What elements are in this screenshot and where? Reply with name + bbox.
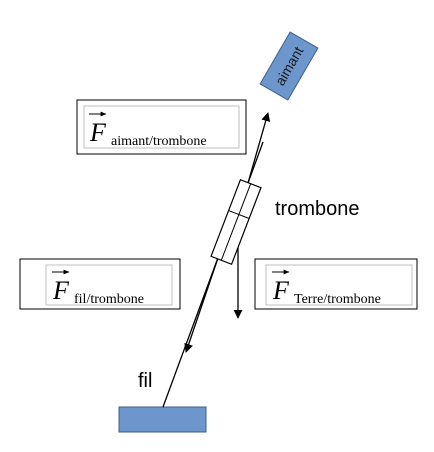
wire-label: fil	[138, 370, 152, 392]
force-label-earth-box: F Terre/trombone	[254, 258, 418, 310]
force-symbol: F	[272, 276, 290, 305]
force-symbol: F	[52, 276, 70, 305]
force-subscript: fil/trombone	[74, 292, 144, 307]
force-label-wire-box: F fil/trombone	[19, 258, 181, 310]
force-arrow-wire	[184, 254, 220, 353]
wire-support-block	[118, 406, 207, 433]
paperclip-label: trombone	[275, 198, 360, 220]
force-label-magnet-box: F aimant/trombone	[76, 99, 247, 155]
force-subscript: aimant/trombone	[111, 134, 207, 149]
magnet: aimant	[259, 31, 319, 101]
wire-line	[162, 254, 220, 408]
paperclip	[210, 179, 262, 265]
force-subscript: Terre/trombone	[294, 292, 381, 307]
force-arrow-magnet	[247, 112, 271, 184]
force-symbol: F	[89, 118, 107, 147]
